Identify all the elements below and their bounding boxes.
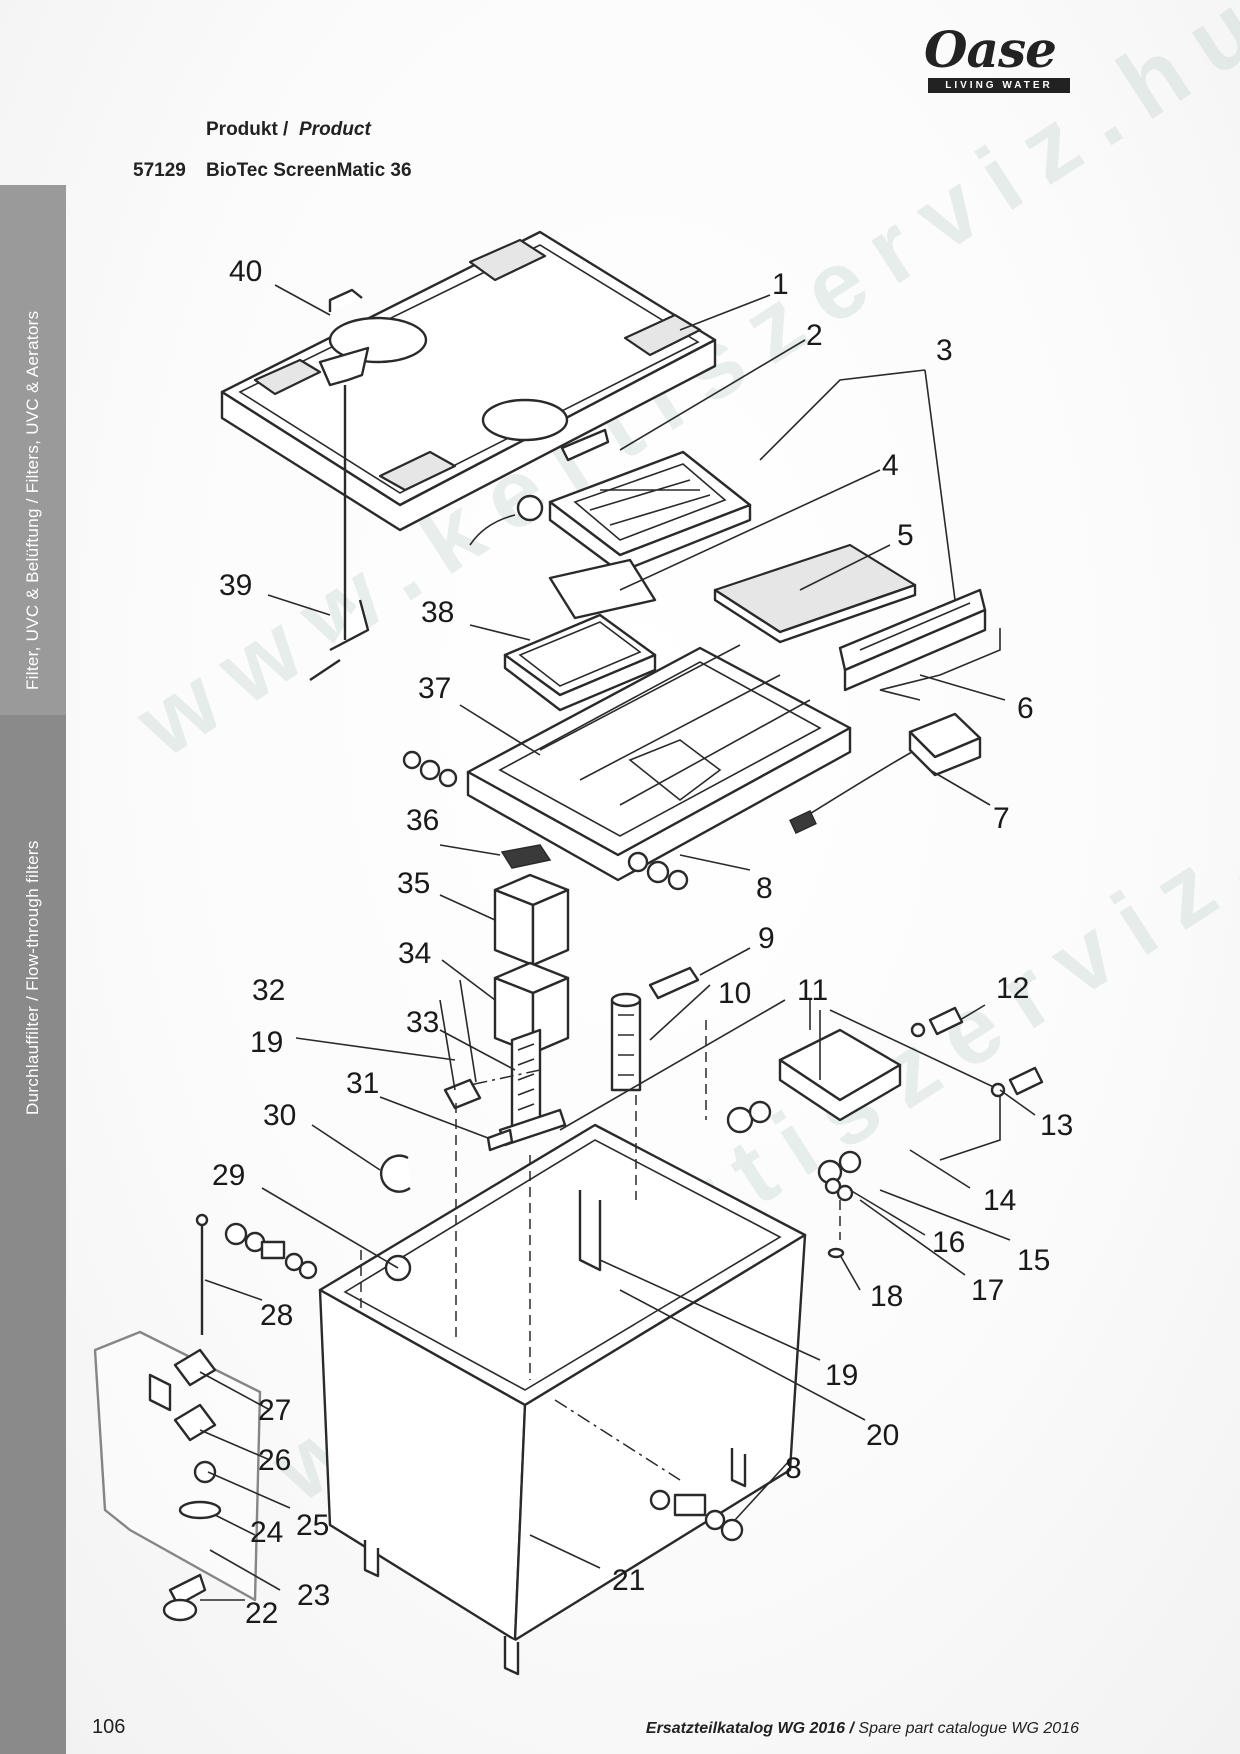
callout-32: 32: [252, 974, 285, 1007]
callout-18: 18: [870, 1280, 903, 1313]
callout-8-lower: 8: [785, 1452, 802, 1485]
assembly-lines: [360, 1020, 841, 1481]
callout-15: 15: [1017, 1244, 1050, 1277]
callout-33: 33: [406, 1006, 439, 1039]
part-clip-31: [486, 1128, 514, 1152]
callout-29: 29: [212, 1159, 245, 1192]
callout-40: 40: [229, 255, 262, 288]
callout-2: 2: [806, 319, 823, 352]
part-main-tank: [318, 1123, 807, 1676]
oase-logo: Oase LIVING WATER: [914, 20, 1076, 98]
part-power-unit: [789, 712, 982, 834]
callout-4: 4: [882, 449, 899, 482]
callout-numbers: 1 2 3 4 5 6 7 8 9 10 11 12 13 14 15 16 1…: [212, 255, 1073, 1630]
page-number: 106: [92, 1716, 126, 1738]
callout-21: 21: [612, 1564, 645, 1597]
callout-37: 37: [418, 672, 451, 705]
callout-38: 38: [421, 596, 454, 629]
part-clamp-ring: [379, 1154, 411, 1193]
leader-lines: [199, 284, 1036, 1601]
callout-14: 14: [983, 1184, 1016, 1217]
callout-10: 10: [718, 977, 751, 1010]
part-lower-fittings: [649, 1489, 744, 1542]
part-foam-blocks: [493, 844, 570, 1055]
callout-3: 3: [936, 334, 953, 367]
part-side-mount: [93, 1330, 262, 1622]
part-base-frame: [466, 644, 852, 882]
callout-6: 6: [1017, 692, 1034, 725]
logo-tagline: LIVING WATER: [928, 78, 1070, 93]
part-connectors: [910, 1006, 1044, 1098]
callout-24: 24: [250, 1516, 283, 1549]
callout-34: 34: [398, 937, 431, 970]
part-handle: [560, 428, 610, 462]
catalog-title-de: Ersatzteilkatalog WG 2016 /: [645, 1720, 854, 1737]
callout-7: 7: [993, 802, 1010, 835]
product-name: BioTec ScreenMatic 36: [206, 160, 412, 181]
part-screw-fittings: [402, 750, 689, 891]
callout-12: 12: [996, 972, 1029, 1005]
part-basket: [503, 613, 657, 712]
callout-11: 11: [797, 974, 828, 1007]
callout-19-lower: 19: [825, 1359, 858, 1392]
part-rail: [838, 588, 1001, 701]
callout-23: 23: [297, 1579, 330, 1612]
part-tube: [610, 992, 642, 1092]
product-label-de: Produkt /: [206, 119, 289, 140]
callout-27: 27: [258, 1394, 291, 1427]
callout-39: 39: [219, 569, 252, 602]
part-screen-frame: [469, 450, 752, 574]
callout-16: 16: [932, 1226, 965, 1259]
callout-30: 30: [263, 1099, 296, 1132]
callout-17: 17: [971, 1274, 1004, 1307]
product-code: 57129: [133, 160, 186, 181]
callout-9: 9: [758, 922, 775, 955]
part-comb: [498, 1028, 567, 1147]
part-ring-seals: [224, 1222, 318, 1280]
callout-35: 35: [397, 867, 430, 900]
callout-28: 28: [260, 1299, 293, 1332]
sidebar-section-filters: [0, 185, 66, 715]
sidebar-section-flow-through: [0, 715, 66, 1754]
catalog-footer: Ersatzteilkatalog WG 2016 / Spare part c…: [646, 1720, 1079, 1738]
part-fork: [309, 346, 370, 681]
part-small-parts: [824, 1177, 854, 1259]
callout-26: 26: [258, 1444, 291, 1477]
part-rod: [195, 1213, 209, 1335]
callout-5: 5: [897, 519, 914, 552]
part-screen-strip: [548, 558, 657, 620]
logo-wordmark: Oase: [924, 20, 1057, 79]
callout-1: 1: [772, 268, 789, 301]
callout-31: 31: [346, 1067, 379, 1100]
part-lid-handle: [328, 288, 363, 312]
callout-22: 22: [245, 1597, 278, 1630]
callout-19: 19: [250, 1026, 283, 1059]
callout-8: 8: [756, 872, 773, 905]
callout-36: 36: [406, 804, 439, 837]
callout-13: 13: [1040, 1109, 1073, 1142]
callout-20: 20: [866, 1419, 899, 1452]
part-clip: [648, 966, 700, 1000]
product-label-en: Product: [299, 119, 371, 140]
catalog-title-en: Spare part catalogue WG 2016: [858, 1720, 1079, 1737]
callout-25: 25: [296, 1509, 329, 1542]
